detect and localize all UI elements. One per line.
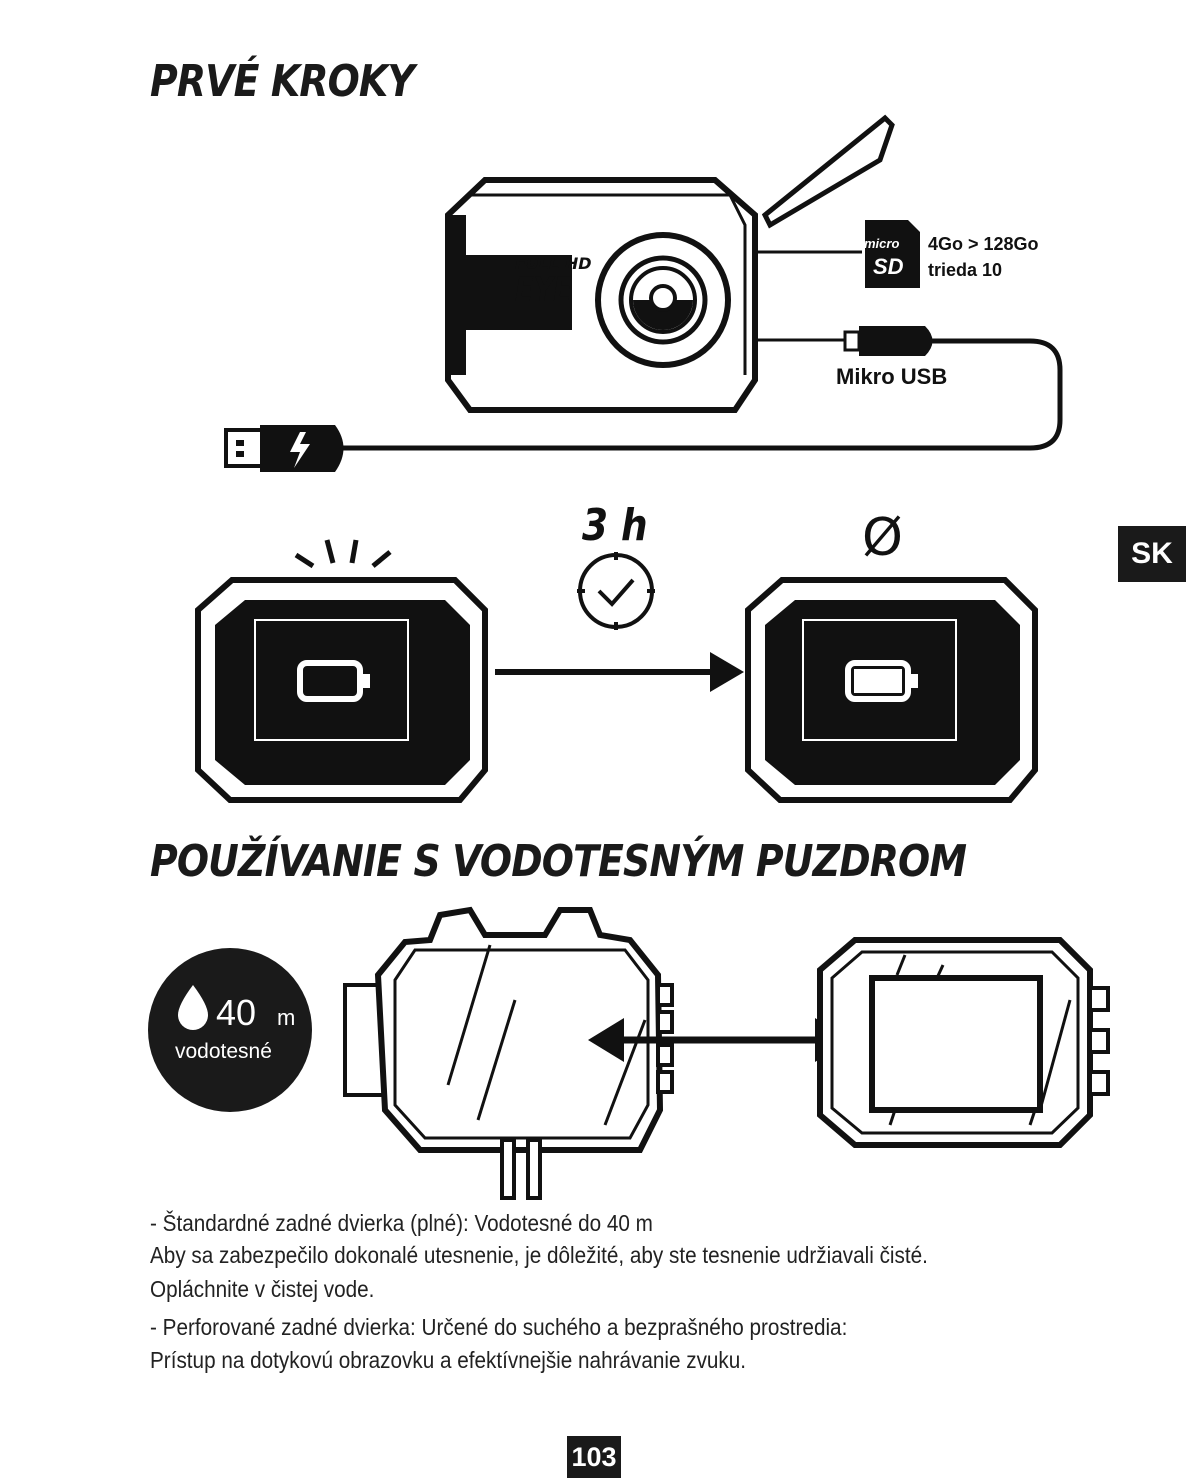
paragraph-seal-care: Aby sa zabezpečilo dokonalé utesnenie, j… bbox=[150, 1242, 928, 1268]
waterproof-depth-unit: m bbox=[277, 1005, 296, 1030]
waterproof-label: vodotesné bbox=[175, 1040, 272, 1063]
water-drop-icon bbox=[178, 985, 208, 1030]
charge-time-label: 3 h bbox=[582, 500, 648, 551]
waterproof-depth-value: 40 bbox=[216, 992, 257, 1033]
camera-brand-badge: FULL HD bbox=[515, 254, 592, 273]
waterproof-badge bbox=[148, 948, 312, 1112]
micro-sd-card-icon bbox=[865, 220, 920, 288]
camera-front-illustration bbox=[224, 114, 1063, 472]
paragraph-rinse: Opláchnite v čistej vode. bbox=[150, 1276, 375, 1302]
page-number: 103 bbox=[567, 1436, 621, 1478]
paragraph-standard-door: - Štandardné zadné dvierka (plné): Vodot… bbox=[150, 1210, 653, 1236]
micro-usb-label: Mikro USB bbox=[836, 364, 948, 389]
charging-sequence-illustration bbox=[195, 539, 1038, 803]
waterproof-case-illustration bbox=[148, 906, 1110, 1200]
sd-logo-micro: micro bbox=[864, 236, 900, 251]
camera-brand-name: EYE bbox=[515, 270, 572, 310]
section-title-waterproof: POUŽÍVANIE S VODOTESNÝM PUZDROM bbox=[150, 836, 967, 887]
paragraph-touchscreen-access: Prístup na dotykovú obrazovku a efektívn… bbox=[150, 1347, 747, 1373]
language-tab: SK bbox=[1118, 526, 1186, 582]
sd-capacity-label: 4Go > 128Go bbox=[928, 234, 1039, 254]
page-title: PRVÉ KROKY bbox=[150, 56, 415, 107]
empty-symbol: Ø bbox=[862, 508, 903, 568]
sd-logo-sd: SD bbox=[873, 254, 904, 279]
sd-class-label: trieda 10 bbox=[928, 260, 1003, 280]
paragraph-perforated-door: - Perforované zadné dvierka: Určené do s… bbox=[150, 1314, 848, 1340]
